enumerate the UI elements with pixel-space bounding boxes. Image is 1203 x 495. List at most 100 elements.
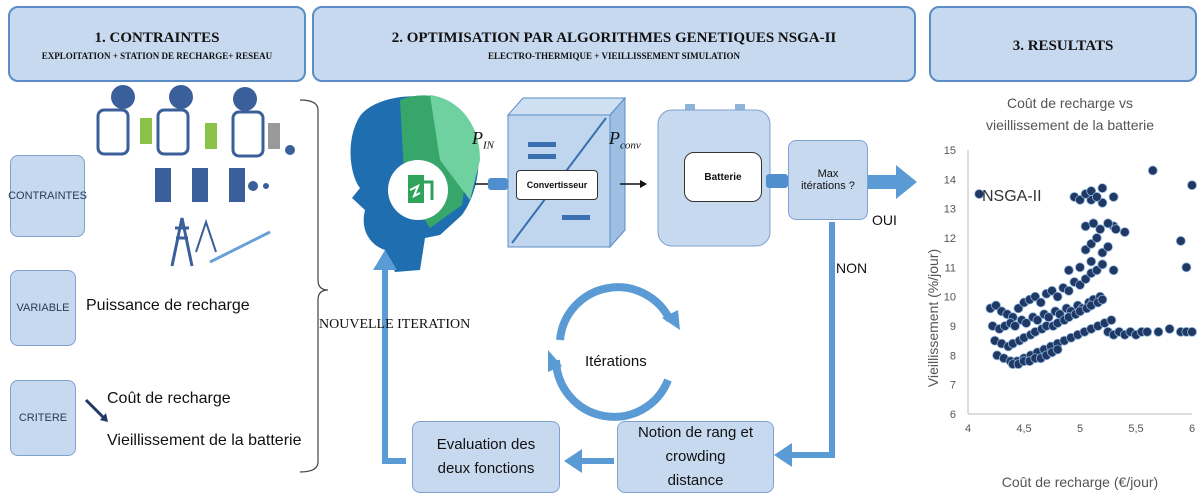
chart-y-label: Vieillissement (%/jour) [925,249,941,387]
charging-station-icons [155,168,269,202]
convertisseur-box: Convertisseur [516,170,598,200]
data-point [1097,183,1108,194]
y-tick-label: 8 [950,350,956,362]
header-title: 2. OPTIMISATION PAR ALGORITHMES GENETIQU… [391,30,837,46]
data-point [1063,265,1074,276]
data-point [1097,247,1108,258]
data-point [1095,224,1106,235]
x-tick-label: 5,5 [1128,423,1143,435]
power-grid-icon [170,217,271,267]
y-tick-label: 12 [944,233,956,245]
data-point [1052,344,1063,355]
data-point [1187,180,1197,191]
nouvelle-iteration-label: NOUVELLE ITERATION [319,317,471,332]
data-point [1103,241,1113,252]
variable-text: Puissance de recharge [86,297,250,314]
data-point [1108,192,1119,202]
data-point [1175,236,1186,246]
critere-box: CRITERE [10,380,76,456]
batterie-box: Batterie [684,152,762,202]
header-resultats: 3. RESULTATS [929,6,1197,82]
header-contraintes: 1. CONTRAINTES EXPLOITATION + STATION DE… [8,6,306,82]
y-tick-label: 10 [944,292,956,304]
header-title: 1. CONTRAINTES [94,30,220,46]
data-point [1075,280,1085,290]
critere-cost: Coût de recharge [107,390,231,407]
oui-label: OUI [872,212,897,228]
critere-aging: Vieillissement de la batterie [107,432,302,449]
data-point [1013,303,1024,314]
header-optimisation: 2. OPTIMISATION PAR ALGORITHMES GENETIQU… [312,6,916,82]
data-point [1086,186,1097,196]
data-point [1187,326,1197,337]
data-point [1091,233,1102,243]
data-point [1110,224,1121,235]
variable-label: VARIABLE [16,302,70,314]
data-point [1030,291,1041,302]
data-point [991,300,1001,311]
brace [299,99,329,473]
pin-connector [488,178,508,190]
x-tick-label: 4 [965,423,971,435]
p-in-label: PIN [472,128,494,152]
data-point [1032,315,1043,326]
data-point [1119,227,1130,238]
p-in-symbol: P [472,128,483,148]
data-point [1091,265,1102,276]
data-point [1080,244,1091,255]
variable-box: VARIABLE [10,270,76,346]
iterations-label: Itérations [585,353,647,370]
evaluation-box: Evaluation des deux fonctions [412,421,560,493]
chart-x-label: Coût de recharge (€/jour) [1002,474,1158,490]
data-point [1010,321,1020,331]
battery-connector [766,174,788,188]
data-point [1021,318,1032,328]
oui-arrow [868,165,917,199]
data-point [1181,262,1192,273]
y-tick-label: 13 [944,204,956,216]
data-point [1080,274,1091,284]
batterie-label: Batterie [704,171,742,183]
header-title: 3. RESULTATS [1012,38,1114,54]
electric-bus-icons [96,85,295,158]
critere-arrow-icon [84,398,106,420]
max-iterations-box: Max itérations ? [788,140,868,220]
p-conv-subscript: conv [620,139,641,152]
evaluation-label: Evaluation des deux fonctions [436,436,536,477]
data-point [1091,192,1102,202]
eval-to-head-arrow [382,268,406,464]
header-subtitle: EXPLOITATION + STATION DE RECHARGE+ RESE… [41,51,273,61]
x-tick-label: 6 [1189,423,1195,435]
data-point [1052,291,1063,302]
data-point [1097,259,1108,270]
notion-rang-label: Notion de rang et crowding distance [637,424,754,489]
data-point [1075,262,1085,273]
y-tick-label: 11 [945,262,956,274]
y-tick-label: 15 [944,145,956,157]
data-point [974,189,985,199]
critere-label: CRITERE [18,412,68,424]
x-tick-label: 5 [1077,423,1083,435]
p-in-subscript: IN [483,139,494,152]
data-point [1153,326,1164,337]
chart-title-line2: vieillissement de la batterie [986,117,1154,133]
x-tick-label: 4,5 [1016,423,1031,435]
p-conv-label: Pconv [609,128,641,152]
y-tick-label: 7 [950,380,956,392]
header-subtitle: ELECTRO-THERMIQUE + VIEILLISSEMENT SIMUL… [488,51,740,61]
data-point [1035,297,1046,308]
data-point [1106,315,1117,326]
notion-rang-box: Notion de rang et crowding distance [617,421,774,493]
y-tick-label: 9 [950,321,956,333]
data-point [1086,238,1097,249]
data-point [1097,294,1108,305]
ai-head-icon [350,95,480,272]
data-point [1142,326,1153,337]
data-point [1047,285,1057,296]
data-point [1147,165,1158,176]
non-label: NON [836,260,868,276]
data-point [1103,218,1113,229]
data-point [1097,197,1108,208]
data-point [1086,256,1097,267]
iteration-cycle-icon [548,283,680,421]
